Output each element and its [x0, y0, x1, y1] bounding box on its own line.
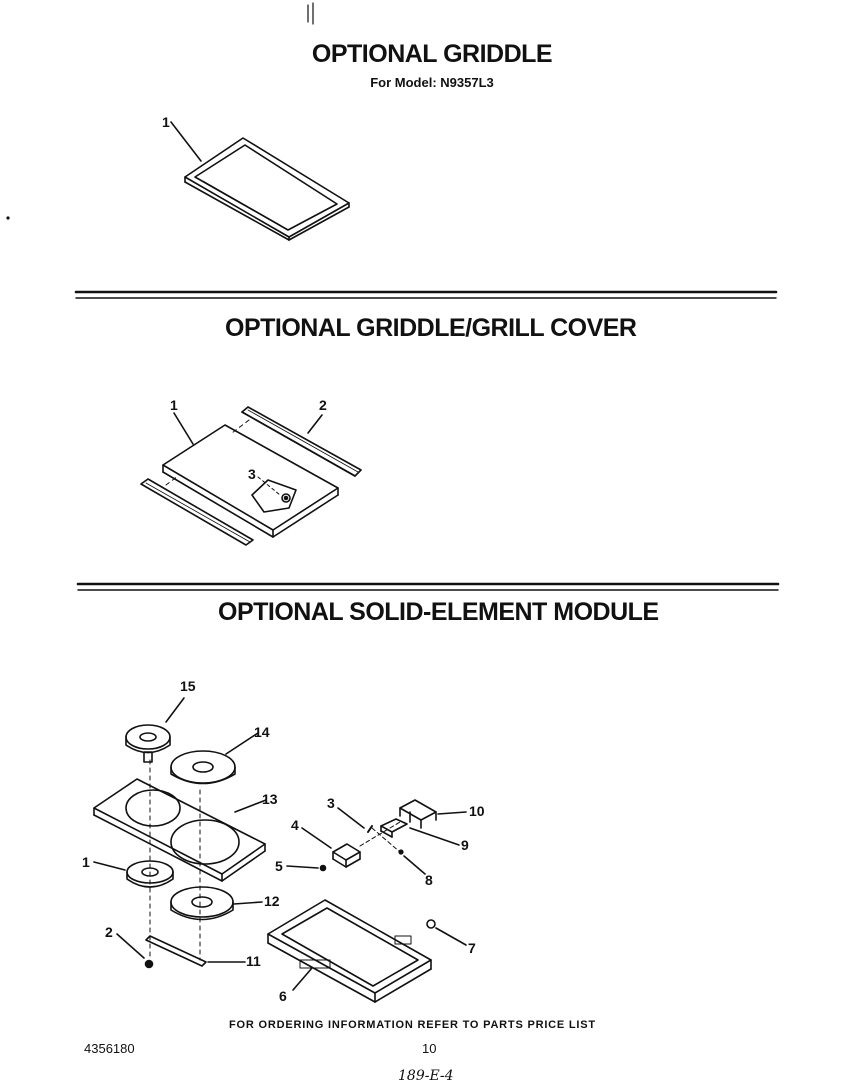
- ordering-note: FOR ORDERING INFORMATION REFER TO PARTS …: [229, 1019, 596, 1031]
- bracket-11: [145, 935, 207, 967]
- callout-module-10: 10: [469, 803, 485, 819]
- screw-5: [319, 864, 327, 872]
- leader-line: [337, 807, 365, 829]
- leader-line: [257, 476, 281, 496]
- callout-module-1: 1: [82, 854, 90, 870]
- module-box-6: [267, 899, 432, 1003]
- cover-knob: [251, 479, 297, 513]
- callout-module-7: 7: [468, 940, 476, 956]
- callout-module-8: 8: [425, 872, 433, 888]
- leader-line: [170, 121, 202, 162]
- callout-griddle-1: 1: [162, 114, 170, 130]
- section-title-solid-element-module: OPTIONAL SOLID-ELEMENT MODULE: [218, 598, 659, 626]
- leader-line: [173, 412, 194, 445]
- callout-module-15: 15: [180, 678, 196, 694]
- callout-module-6: 6: [279, 988, 287, 1004]
- screw-2: [144, 959, 154, 969]
- pin-3: [367, 825, 373, 833]
- callout-module-13: 13: [262, 791, 278, 807]
- screw-7: [426, 919, 436, 929]
- leader-line: [234, 799, 267, 813]
- leader-line: [301, 827, 332, 849]
- callout-module-9: 9: [461, 837, 469, 853]
- handwritten-note: 189-E-4: [398, 1068, 454, 1084]
- callout-cover-3: 3: [248, 466, 256, 482]
- callout-module-4: 4: [291, 817, 299, 833]
- element-pan-12: [170, 886, 234, 921]
- leader-line: [409, 827, 460, 846]
- part-8: [398, 849, 404, 855]
- leader-line: [116, 933, 145, 959]
- leader-line: [437, 811, 467, 815]
- callout-module-3: 3: [327, 795, 335, 811]
- leader-line: [307, 414, 323, 434]
- document-number: 4356180: [84, 1041, 135, 1056]
- cover-rail-rear: [241, 406, 362, 477]
- leader-line: [165, 697, 185, 723]
- leader-line: [286, 865, 319, 869]
- element-15: [125, 724, 171, 763]
- griddle-plate: [184, 137, 350, 241]
- callout-module-12: 12: [264, 893, 280, 909]
- insulator-9: [380, 818, 408, 838]
- bracket-10: [399, 799, 437, 829]
- leader-line: [93, 861, 126, 871]
- callout-module-5: 5: [275, 858, 283, 874]
- leader-line: [403, 855, 426, 875]
- terminal-block-4: [332, 843, 361, 868]
- leader-line: [435, 927, 467, 946]
- cover-rail-front: [140, 478, 254, 546]
- leader-line: [233, 901, 263, 905]
- callout-module-14: 14: [254, 724, 270, 740]
- callout-cover-1: 1: [170, 397, 178, 413]
- page-number: 10: [422, 1041, 437, 1056]
- leader-line: [292, 967, 313, 991]
- model-subtitle: For Model: N9357L3: [370, 75, 494, 90]
- leader-line: [225, 732, 259, 755]
- section-title-griddle-grill-cover: OPTIONAL GRIDDLE/GRILL COVER: [225, 314, 637, 342]
- drip-tray-13: [93, 778, 266, 882]
- callout-module-2: 2: [105, 924, 113, 940]
- callout-module-11: 11: [246, 953, 261, 969]
- cover-plate: [162, 424, 339, 538]
- section-title-griddle: OPTIONAL GRIDDLE: [311, 40, 553, 68]
- callout-cover-2: 2: [319, 397, 327, 413]
- element-14: [170, 750, 236, 785]
